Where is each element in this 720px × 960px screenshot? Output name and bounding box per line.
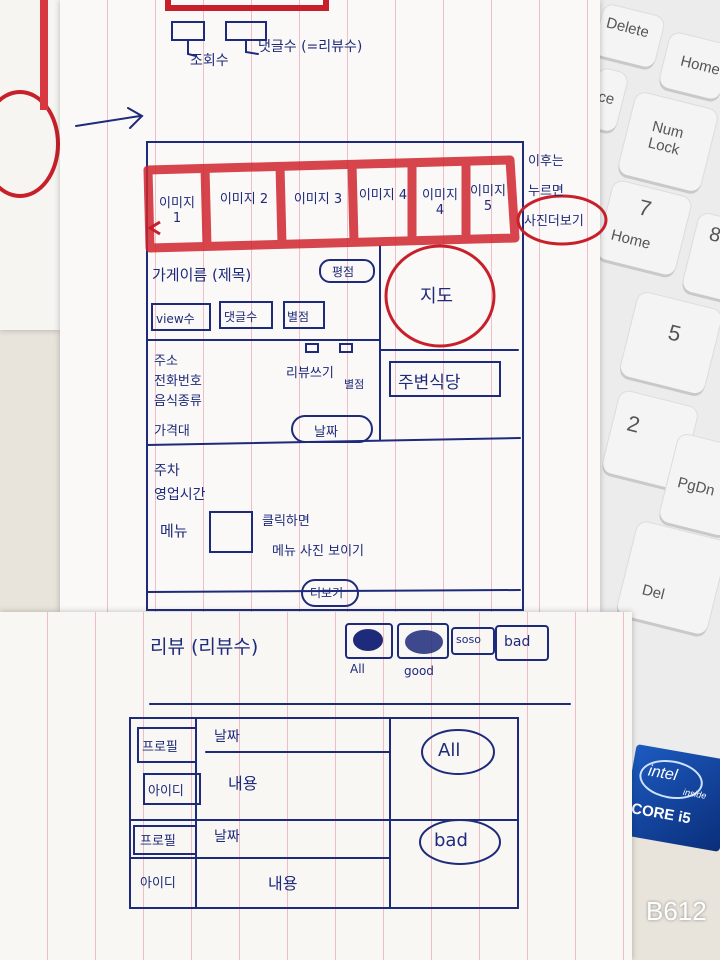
review-id-1 xyxy=(143,773,201,805)
filter-good-label[interactable]: good xyxy=(404,664,434,678)
map-circle xyxy=(384,244,496,348)
stat-views: view수 xyxy=(156,312,195,326)
date-pill xyxy=(291,415,373,443)
top-red-box xyxy=(165,0,329,11)
more-photos-circle xyxy=(516,194,608,246)
top-leader-2 xyxy=(245,39,259,55)
camera-watermark: B612 xyxy=(646,896,707,926)
label-views: 조회수 xyxy=(190,53,229,69)
notebook-page-bottom xyxy=(0,612,632,960)
image-strip-div-1 xyxy=(200,167,212,247)
review-header: 리뷰 (리뷰수) xyxy=(150,636,259,658)
stat-box-views xyxy=(151,303,211,331)
filter-all xyxy=(345,623,393,659)
info-food-type: 음식종류 xyxy=(154,394,202,409)
top-leader-1 xyxy=(187,39,197,57)
menu-label: 메뉴 xyxy=(160,522,188,540)
rating-pill xyxy=(319,259,375,283)
image-left-arrow xyxy=(147,220,161,236)
review1-date: 날짜 xyxy=(214,729,240,745)
stat-box-stars xyxy=(283,301,325,329)
filter-all-label[interactable]: All xyxy=(350,662,365,676)
filter-bad xyxy=(495,625,549,661)
review-tag-bad xyxy=(419,819,501,865)
info-parking: 주차 xyxy=(154,463,180,479)
review2-tag: bad xyxy=(434,830,468,851)
more-pill xyxy=(301,579,359,607)
image-strip-outline xyxy=(143,155,520,253)
filter-soso-label[interactable]: soso xyxy=(456,633,481,646)
image-4a: 이미지 4 xyxy=(358,188,408,203)
notebook-page-top xyxy=(60,0,600,612)
write-review-box xyxy=(305,343,319,353)
filter-soso xyxy=(451,627,495,655)
review1-id: 아이디 xyxy=(148,784,184,799)
map-label: 지도 xyxy=(420,286,454,307)
review-profile-2 xyxy=(133,825,197,855)
side-note-line2: 누르면 xyxy=(528,184,564,199)
image-strip-div-3 xyxy=(347,163,359,243)
stat-stars: 별점 xyxy=(287,310,310,324)
date-pill-label: 날짜 xyxy=(314,425,338,440)
review2-id: 아이디 xyxy=(140,876,176,891)
menu-note-1: 클릭하면 xyxy=(262,514,310,529)
menu-note-2: 메뉴 사진 보이기 xyxy=(272,544,364,559)
arrow-line xyxy=(75,115,141,127)
info-address: 주소 xyxy=(154,354,178,369)
stat-comments: 댓글수 xyxy=(224,310,258,324)
filter-good-scribble xyxy=(405,630,443,654)
side-note-line1: 이후는 xyxy=(528,154,564,169)
image-5: 이미지 5 xyxy=(470,184,506,214)
image-4b: 이미지 4 xyxy=(422,188,458,218)
nearby-restaurants[interactable]: 주변식당 xyxy=(398,373,461,393)
filter-bad-label[interactable]: bad xyxy=(504,634,531,650)
review-profile-1 xyxy=(137,727,197,763)
nearby-box xyxy=(389,361,501,397)
left-notebook-page xyxy=(0,0,60,330)
more-photos-button[interactable]: 사진더보기 xyxy=(524,214,584,229)
info-hours: 영업시간 xyxy=(154,487,206,503)
review2-date: 날짜 xyxy=(214,829,240,845)
review1-profile: 프로필 xyxy=(142,740,178,755)
star-rating-label: 별점 xyxy=(344,378,365,391)
image-1: 이미지 1 xyxy=(159,196,195,226)
image-strip-div-2 xyxy=(275,165,287,245)
left-red-scribble xyxy=(0,90,60,198)
menu-thumb-box xyxy=(209,511,253,553)
image-3: 이미지 3 xyxy=(293,192,343,207)
info-price: 가격대 xyxy=(154,424,190,439)
views-box xyxy=(171,21,205,41)
store-title: 가게이름 (제목) xyxy=(152,266,252,284)
review-table xyxy=(129,717,519,909)
rating-label: 평점 xyxy=(332,265,355,279)
label-comments: 댓글수 (=리뷰수) xyxy=(258,39,363,55)
review2-content: 내용 xyxy=(268,874,298,893)
review1-content: 내용 xyxy=(228,774,258,793)
arrow-head xyxy=(127,107,144,129)
write-review-label[interactable]: 리뷰쓰기 xyxy=(286,366,334,381)
left-red-bar xyxy=(40,0,48,110)
star-box-small xyxy=(339,343,353,353)
frame-outline xyxy=(146,141,524,611)
image-2: 이미지 2 xyxy=(219,192,269,207)
review2-profile: 프로필 xyxy=(140,834,176,849)
filter-all-scribble xyxy=(353,629,383,651)
review-tag-all xyxy=(421,729,495,775)
review1-tag: All xyxy=(438,740,461,761)
frame-bottom-line xyxy=(146,589,521,593)
more-button[interactable]: 더보기 xyxy=(310,586,344,600)
filter-good xyxy=(397,623,449,659)
info-phone: 전화번호 xyxy=(154,374,202,389)
stat-box-comments xyxy=(219,301,273,329)
